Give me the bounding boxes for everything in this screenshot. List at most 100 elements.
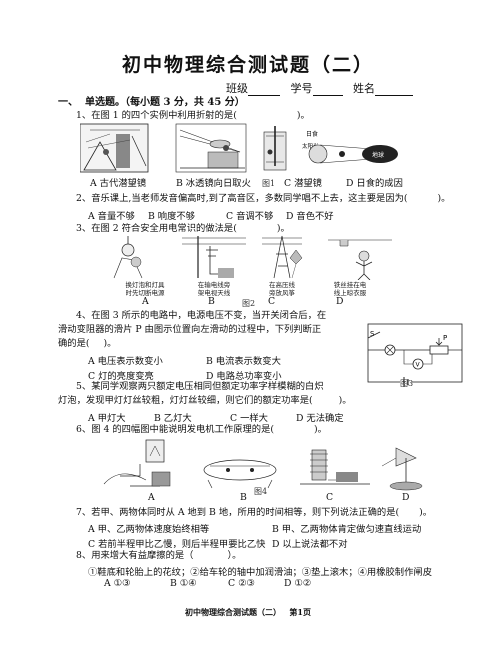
q4-line3-text: 确的是( (58, 338, 90, 349)
q7-option-b[interactable]: B 甲、乙两物体肯定做匀速直线运动 (272, 524, 422, 535)
q2-option-a[interactable]: A 音量不够 (88, 211, 135, 222)
section-number: 一、 (58, 97, 78, 108)
q6-stem-text: 6、图 4 的四幅图中能说明发电机工作原理的是( (76, 424, 275, 435)
q7-option-d[interactable]: D 以上说法都不对 (272, 539, 348, 550)
figure-1b-ice-lens-illustration (175, 123, 247, 173)
class-label: 班级 (226, 82, 248, 95)
student-info: 班级 学号 姓名 (226, 80, 413, 96)
question-5-line-2: 灯泡，发现甲灯灯丝较粗，灯灯丝较细，则它们的额定功率是()。 (58, 395, 352, 407)
q1-stem-text: 1、在图 1 的四个实例中利用折射的是( (76, 110, 237, 121)
figure-4b-current-wire-experiment (203, 459, 277, 489)
q7-option-a[interactable]: A 甲、乙两物体速度始终相等 (88, 524, 210, 535)
q2-option-b[interactable]: B 响度不够 (148, 211, 195, 222)
q4-option-d[interactable]: D 电路总功率变小 (206, 371, 282, 382)
question-4-line-1: 4、在图 3 所示的电路中，电源电压不变，当开关闭合后，在 (76, 310, 327, 321)
question-7-stem: 7、若甲、两物体同时从 A 地到 B 地，所用的时间相等，则下列说法正确的是()… (76, 507, 432, 519)
q3-stem-text: 3、在图 2 符合安全用电常识的做法是( (76, 223, 237, 234)
figure-2-label: 图2 (242, 299, 256, 308)
q5-option-b[interactable]: B 乙灯大 (154, 413, 192, 424)
figure-2c-letter[interactable]: C (268, 296, 276, 307)
q3-close: )。 (276, 223, 290, 234)
figure-1a-periscope-illustration (80, 123, 149, 173)
q4-close: )。 (103, 338, 117, 349)
figure-3-circuit: S P V (367, 323, 463, 387)
q8-option-b[interactable]: B ①④ (170, 578, 197, 589)
caption-2b-line-2: 架电视天线 (197, 289, 231, 297)
caption-2c-line-2: 旁放风筝 (269, 289, 295, 297)
switch-label: S (370, 330, 375, 338)
figure-4c-electromagnet-experiment (300, 449, 370, 485)
question-5-line-1: 5、某同学观察两只额定电压相同但额定功率字样模糊的白炽 (76, 381, 324, 392)
figure-4-label: 图4 (254, 487, 268, 496)
figure-2a-caption: 换灯泡和灯具 时先切断电源 (114, 281, 176, 297)
q1-close: )。 (296, 110, 310, 121)
section-heading: 一、 单选题。（每小题 3 分，共 45 分） (58, 97, 245, 109)
question-1-stem: 1、在图 1 的四个实例中利用折射的是( )。 (76, 110, 310, 122)
caption-2d-line-2: 线上晾衣服 (333, 289, 367, 297)
caption-2c-line-1: 在高压线 (269, 281, 295, 289)
slider-label: P (443, 334, 447, 342)
q8-option-a[interactable]: A ①③ (104, 578, 131, 589)
class-blank[interactable] (248, 95, 280, 96)
q5-option-a[interactable]: A 甲灯大 (88, 413, 126, 424)
question-6-stem: 6、图 4 的四幅图中能说明发电机工作原理的是( )。 (76, 424, 327, 436)
q4-option-c[interactable]: C 灯的亮度变亮 (88, 371, 154, 382)
name-blank[interactable] (375, 95, 413, 96)
section-title: 单选题。（每小题 3 分，共 45 分） (84, 97, 245, 108)
figure-2c-caption: 在高压线 旁放风筝 (256, 281, 308, 297)
q4-option-b[interactable]: B 电流表示数变大 (206, 356, 281, 367)
question-2-stem: 2、音乐课上,当老师发音偏高时,到了高音区，多数同学唱不上去，这主要是因为( )。 (76, 193, 450, 205)
figure-1c-submarine-periscope-illustration (263, 126, 287, 171)
q7-option-c[interactable]: C 若前半程甲比乙慢，则后半程甲要比乙快 (88, 539, 266, 550)
q8-stem-text: 8、用来增大有益摩擦的是（ (76, 550, 194, 561)
caption-2a-line-1: 换灯泡和灯具 (125, 281, 165, 289)
rheostat-symbol (429, 345, 449, 355)
q4-option-a[interactable]: A 电压表示数变小 (88, 356, 163, 367)
q2-close: )。 (437, 193, 451, 204)
q8-option-d[interactable]: D ①② (284, 578, 312, 589)
earth-label: 地球 (372, 151, 384, 159)
q1-option-d[interactable]: D 日食的成因 (346, 178, 403, 189)
figure-4a-galvanometer-experiment (103, 439, 171, 487)
q5-option-d[interactable]: D 无法确定 (296, 413, 344, 424)
figure-4d-magnet-rotation-experiment (381, 447, 423, 491)
q5-option-c[interactable]: C 一样大 (230, 413, 268, 424)
figure-2d-letter[interactable]: D (336, 296, 344, 307)
caption-2a-line-2: 时先切断电源 (125, 289, 165, 297)
q2-stem-text: 2、音乐课上,当老师发音偏高时,到了高音区，多数同学唱不上去，这主要是因为( (76, 193, 408, 204)
question-3-stem: 3、在图 2 符合安全用电常识的做法是( )。 (76, 223, 290, 235)
figure-2a-bulb-change-illustration (113, 236, 143, 279)
id-label: 学号 (290, 82, 313, 95)
name-label: 姓名 (353, 82, 375, 95)
figure-4b-letter[interactable]: B (240, 492, 247, 503)
q8-close: ）。 (227, 550, 242, 561)
svg-text:V: V (416, 362, 421, 369)
q1-option-a[interactable]: A 古代潜望镜 (90, 178, 147, 189)
id-blank[interactable] (312, 95, 343, 96)
figure-2d-clothes-on-wire-illustration (328, 239, 392, 280)
figure-4c-letter[interactable]: C (326, 492, 334, 503)
question-4-line-2: 滑动变阻器的滑片 P 由图示位置向左滑动的过程中，下列判断正 (58, 324, 322, 335)
figure-2b-letter[interactable]: B (208, 296, 215, 307)
q7-close: )。 (419, 507, 433, 518)
figure-4a-letter[interactable]: A (148, 492, 155, 503)
figure-2a-letter[interactable]: A (142, 296, 149, 307)
q2-option-c[interactable]: C 音调不够 (226, 211, 274, 222)
q8-option-c[interactable]: C ②③ (228, 578, 255, 589)
q5-close: )。 (338, 395, 352, 406)
figure-4 (103, 439, 423, 491)
figure-2b-antenna-near-powerline-illustration (182, 236, 246, 278)
figure-1: 日食 太阳光 地球 (80, 123, 398, 173)
figure-4d-letter[interactable]: D (402, 492, 410, 503)
footer-page-number: 第1页 (289, 607, 311, 617)
figure-1d-solar-eclipse-diagram: 日食 太阳光 地球 (302, 130, 398, 164)
page-title: 初中物理综合测试题（二） (121, 54, 374, 76)
q1-option-c[interactable]: C 潜望镜 (284, 178, 322, 189)
switch-symbol (367, 331, 381, 339)
q2-option-d[interactable]: D 音色不好 (286, 211, 334, 222)
figure-2b-caption: 在输电线旁 架电视天线 (186, 281, 242, 297)
q1-option-b[interactable]: B 冰透镜向日取火 (176, 178, 251, 189)
figure-3-label: 图3 (400, 379, 414, 388)
q6-close: )。 (314, 424, 327, 435)
